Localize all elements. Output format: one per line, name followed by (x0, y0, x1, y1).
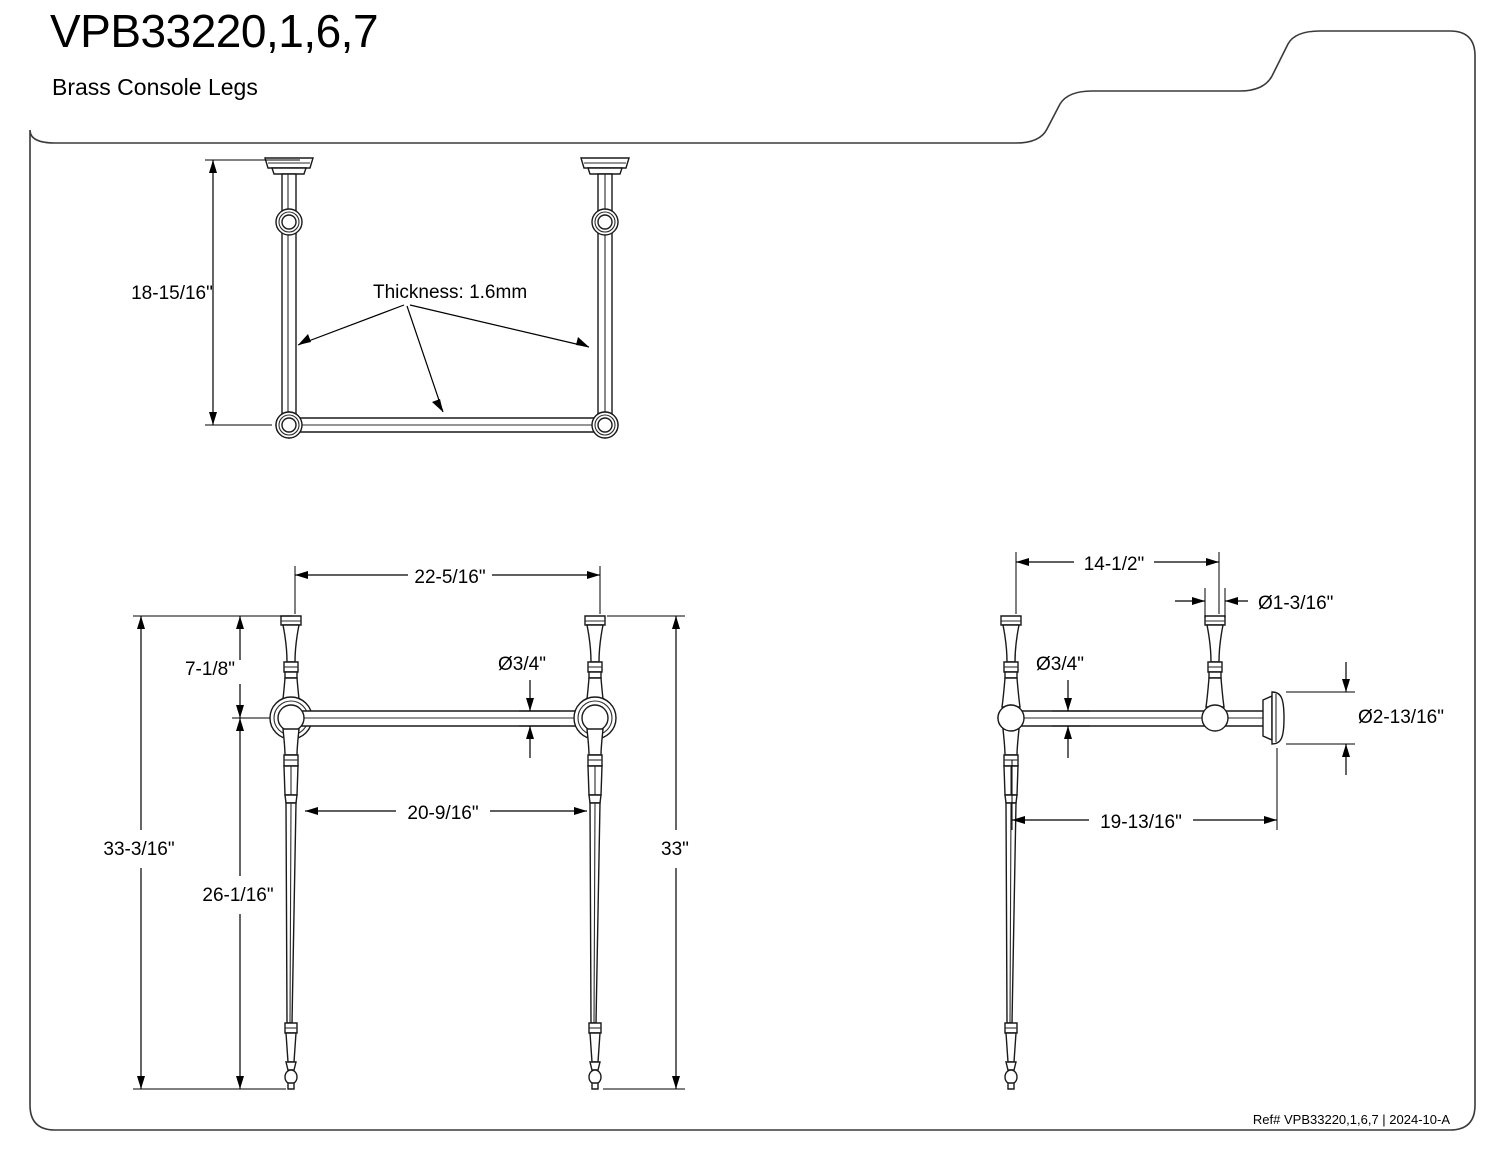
top-frame-view: 18-15/16" Thickness: 1.6mm (131, 157, 630, 439)
top-view-crossbar (275, 411, 619, 439)
top-view-left-post (264, 157, 314, 439)
page-subtitle: Brass Console Legs (52, 74, 258, 100)
dim-front-bar-diameter: Ø3/4" (498, 654, 560, 758)
dim-front-overall-width: 22-5/16" (294, 566, 601, 614)
dim-side-depth: 19-13/16" (1011, 748, 1278, 833)
front-elevation-view: 22-5/16" 7-1/8" Ø3/4" (103, 566, 689, 1090)
dim-side-depth-label: 19-13/16" (1100, 812, 1182, 833)
dim-front-bar-to-floor-label: 26-1/16" (202, 885, 273, 906)
sheet-border (29, 30, 1476, 1131)
dim-side-post-diameter-label: Ø1-3/16" (1258, 593, 1333, 614)
dim-front-inner-width-label: 20-9/16" (407, 803, 478, 824)
dim-side-flange-diameter: Ø2-13/16" (1286, 662, 1444, 775)
dim-side-width: 14-1/2" (1015, 552, 1220, 614)
dim-side-post-diameter: Ø1-3/16" (1175, 588, 1333, 618)
side-elevation-view: 14-1/2" Ø1-3/16" Ø3/4" (997, 552, 1444, 1090)
dim-side-bar-diameter: Ø3/4" (1036, 654, 1090, 758)
dim-front-bar-to-floor: 26-1/16" (202, 718, 274, 1089)
note-thickness: Thickness: 1.6mm (297, 282, 590, 413)
footer-reference: Ref# VPB33220,1,6,7 | 2024-10-A (1252, 1112, 1450, 1127)
page-title: VPB33220,1,6,7 (50, 5, 379, 57)
front-right-leg (573, 615, 617, 1090)
dim-front-overall-height-left: 33-3/16" (103, 615, 286, 1090)
dim-front-overall-height-left-label: 33-3/16" (103, 839, 174, 860)
dim-front-bar-diameter-label: Ø3/4" (498, 654, 546, 675)
note-thickness-label: Thickness: 1.6mm (373, 282, 527, 303)
dim-front-overall-height-right-label: 33" (661, 839, 689, 860)
top-view-right-post (580, 157, 630, 439)
dim-top-height-label: 18-15/16" (131, 283, 213, 304)
dim-front-overall-height-right: 33" (603, 615, 689, 1090)
side-back-post (997, 615, 1285, 745)
front-left-leg (269, 615, 606, 1090)
dim-side-bar-diameter-label: Ø3/4" (1036, 654, 1084, 675)
dim-front-overall-width-label: 22-5/16" (414, 567, 485, 588)
dim-side-flange-diameter-label: Ø2-13/16" (1358, 707, 1444, 728)
dim-front-inner-width: 20-9/16" (305, 803, 587, 824)
dim-top-height: 18-15/16" (131, 159, 300, 426)
dim-side-width-label: 14-1/2" (1084, 554, 1145, 575)
dim-front-top-to-bar-label: 7-1/8" (185, 659, 235, 680)
side-front-leg (997, 615, 1025, 1090)
